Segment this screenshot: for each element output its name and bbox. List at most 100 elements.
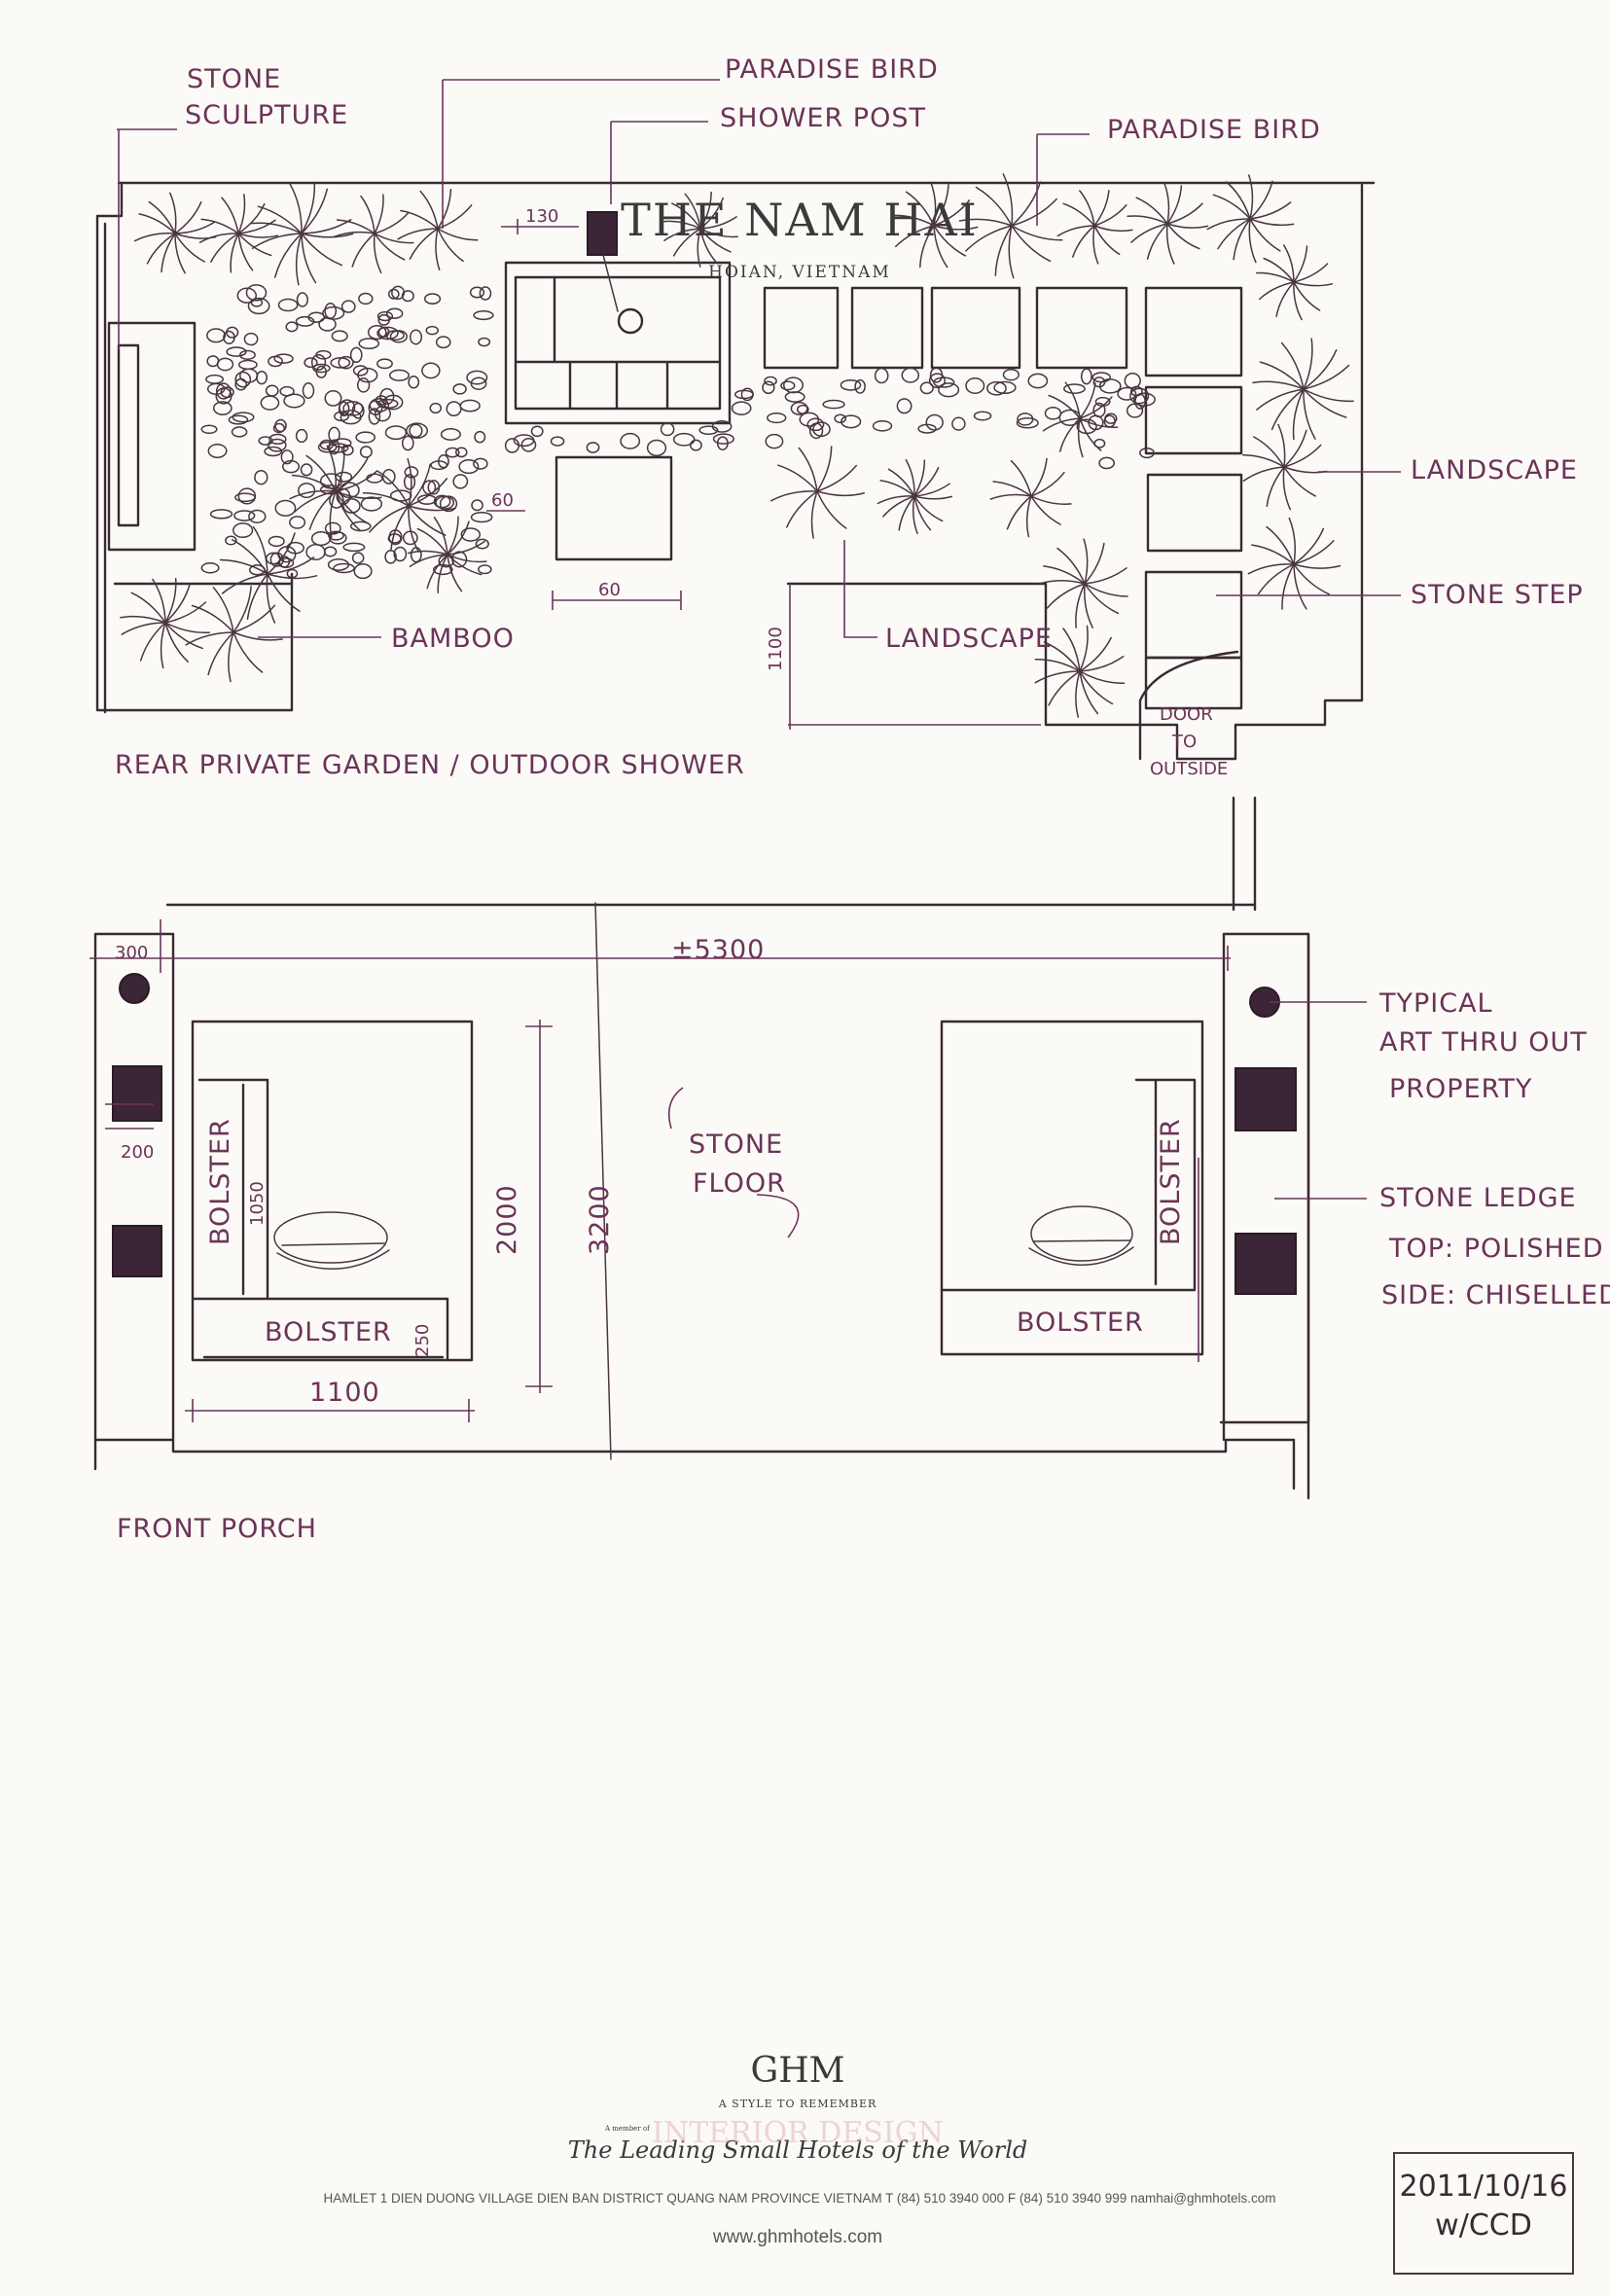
pebble: [225, 535, 237, 546]
pebble: [925, 413, 944, 431]
pebble: [672, 432, 696, 447]
pebble: [243, 332, 259, 346]
pebble: [357, 367, 378, 383]
pebble: [478, 337, 491, 347]
pebble: [1044, 406, 1062, 420]
label-stone-step: STONE STEP: [1411, 580, 1584, 610]
pebble: [762, 380, 775, 395]
lshw-logo: The Leading Small Hotels of the World: [568, 2136, 1027, 2164]
dim-60-a: 60: [491, 490, 514, 511]
pebble: [200, 424, 218, 435]
pebble: [917, 423, 937, 434]
shower-drain: [617, 307, 644, 335]
pebble: [342, 542, 366, 553]
pebble: [358, 338, 380, 350]
pebble: [226, 346, 247, 357]
dim-2000: 2000: [492, 1184, 522, 1255]
dim-300: 300: [115, 943, 148, 963]
pebble: [513, 434, 535, 448]
pebble: [285, 321, 299, 333]
pebble: [376, 398, 399, 410]
pebble: [660, 422, 675, 437]
cushion-left: [273, 1211, 388, 1264]
pebble: [298, 483, 316, 499]
plant-burst: [1056, 190, 1133, 265]
pebble: [1017, 413, 1034, 426]
pebble: [403, 474, 416, 490]
ledge-art-right-1: [1234, 1067, 1297, 1131]
pebble: [973, 411, 992, 421]
pebble: [767, 412, 787, 424]
pebble: [223, 330, 235, 344]
dim-1100-garden: 1100: [766, 627, 786, 671]
label-floor: FLOOR: [693, 1168, 786, 1199]
label-art-thru-out: ART THRU OUT: [1379, 1027, 1588, 1058]
pebble: [896, 398, 912, 414]
pebble: [733, 389, 754, 400]
pebble: [231, 426, 248, 438]
pebble: [317, 441, 338, 453]
ledge-art-right-2: [1234, 1233, 1297, 1295]
pebble: [951, 416, 966, 431]
pebble: [384, 425, 408, 441]
pebble: [268, 535, 285, 548]
pebble: [318, 317, 337, 332]
pebble: [353, 563, 373, 580]
pebble: [423, 293, 442, 305]
pebble: [1058, 409, 1082, 426]
pebble: [784, 391, 805, 403]
pebble: [409, 423, 423, 438]
pebble: [421, 362, 441, 379]
pebble: [335, 471, 353, 483]
pebble: [452, 383, 467, 395]
pebble: [1130, 385, 1143, 397]
pebble: [216, 357, 234, 372]
pebble: [919, 381, 934, 395]
plant-burst: [769, 446, 865, 539]
pebble: [377, 326, 390, 338]
pebble: [1098, 456, 1116, 470]
plant-burst: [1127, 182, 1209, 265]
dim-5300: ±5300: [671, 935, 765, 965]
pebble: [1129, 387, 1150, 405]
pebble: [764, 376, 777, 386]
pebble: [356, 377, 371, 393]
pebble: [783, 377, 804, 394]
plant-burst: [1241, 423, 1328, 511]
pebble: [349, 346, 363, 364]
pebble: [385, 307, 404, 319]
label-landscape-right: LANDSCAPE: [1411, 455, 1578, 485]
pebble: [479, 286, 492, 301]
pebble: [1126, 403, 1144, 418]
pebble: [1016, 417, 1039, 429]
pebble: [234, 371, 252, 388]
pebble: [1027, 373, 1049, 389]
pebble: [689, 439, 702, 451]
pebble: [474, 430, 486, 444]
dim-3200: 3200: [585, 1184, 615, 1255]
pebble: [1092, 377, 1106, 388]
pebble: [530, 425, 544, 438]
pebble: [205, 374, 225, 384]
pebble: [332, 438, 352, 448]
pebble: [504, 438, 520, 453]
pebble: [466, 370, 488, 385]
porch-dimensions: [89, 919, 1367, 1422]
pebble: [438, 454, 449, 469]
pebble: [233, 522, 254, 539]
pebble: [340, 444, 354, 456]
pebble: [376, 310, 394, 322]
pebble: [215, 382, 232, 400]
pebble: [834, 413, 847, 424]
pebble: [237, 359, 258, 371]
pebble: [406, 422, 429, 439]
pebble: [212, 401, 233, 415]
pebble: [238, 349, 256, 361]
label-landscape-center: LANDSCAPE: [885, 624, 1053, 654]
pebble: [874, 367, 889, 384]
pebble: [446, 401, 462, 417]
hotel-location: HOIAN, VIETNAM: [708, 263, 891, 282]
label-outside: OUTSIDE: [1150, 759, 1228, 779]
plant-burst: [890, 181, 979, 269]
pebble: [402, 530, 418, 546]
